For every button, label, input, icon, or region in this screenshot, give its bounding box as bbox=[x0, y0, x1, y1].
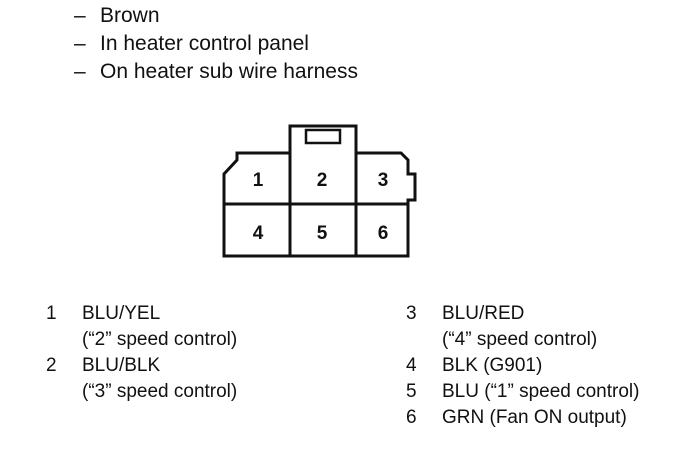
connector-face-svg: 1 2 3 4 5 6 bbox=[222, 124, 417, 258]
connector-location: In heater control panel bbox=[100, 32, 309, 55]
pin-label-3: 3 bbox=[378, 170, 389, 191]
pin-wire: GRN (Fan ON output) bbox=[442, 407, 627, 428]
pin-label-1: 1 bbox=[253, 170, 264, 191]
pin-entry-2: 2 BLU/BLK (“3” speed control) bbox=[46, 353, 237, 405]
pin-number: 2 bbox=[46, 355, 57, 376]
pin-function: (“3” speed control) bbox=[82, 381, 238, 402]
pin-legend-right: 3 BLU/RED (“4” speed control) 4 BLK (G90… bbox=[406, 301, 639, 431]
connector-description: – Brown – In heater control panel – On h… bbox=[74, 2, 358, 86]
pin-wire: BLU/RED bbox=[442, 303, 525, 324]
pin-label-4: 4 bbox=[253, 223, 264, 244]
pin-label-2: 2 bbox=[317, 170, 328, 191]
pin-legend-left: 1 BLU/YEL (“2” speed control) 2 BLU/BLK … bbox=[46, 301, 237, 405]
pin-entry-5: 5 BLU (“1” speed control) bbox=[406, 379, 639, 405]
connector-harness: On heater sub wire harness bbox=[100, 60, 358, 83]
description-line-harness: – On heater sub wire harness bbox=[74, 58, 358, 86]
pin-number: 6 bbox=[406, 407, 417, 428]
pin-wire: BLK (G901) bbox=[442, 355, 543, 376]
pin-wire: BLU (“1” speed control) bbox=[442, 381, 640, 402]
pin-number: 3 bbox=[406, 303, 417, 324]
pin-number: 1 bbox=[46, 303, 57, 324]
connector-color: Brown bbox=[100, 4, 160, 27]
pin-entry-6: 6 GRN (Fan ON output) bbox=[406, 405, 639, 431]
pin-entry-4: 4 BLK (G901) bbox=[406, 353, 639, 379]
pin-function: (“4” speed control) bbox=[442, 329, 598, 350]
connector-housing-outline bbox=[222, 124, 417, 258]
pin-entry-3: 3 BLU/RED (“4” speed control) bbox=[406, 301, 639, 353]
description-line-color: – Brown bbox=[74, 2, 358, 30]
pin-label-5: 5 bbox=[317, 223, 328, 244]
dash-mark: – bbox=[74, 4, 86, 27]
pin-wire: BLU/YEL bbox=[82, 303, 161, 324]
dash-mark: – bbox=[74, 60, 86, 83]
pin-wire: BLU/BLK bbox=[82, 355, 161, 376]
dash-mark: – bbox=[74, 32, 86, 55]
pin-number: 5 bbox=[406, 381, 417, 402]
pin-label-6: 6 bbox=[378, 223, 389, 244]
pin-entry-1: 1 BLU/YEL (“2” speed control) bbox=[46, 301, 237, 353]
locking-tab bbox=[304, 128, 342, 145]
connector-diagram: 1 2 3 4 5 6 bbox=[218, 122, 428, 272]
pin-number: 4 bbox=[406, 355, 417, 376]
description-line-location: – In heater control panel bbox=[74, 30, 358, 58]
pin-function: (“2” speed control) bbox=[82, 329, 238, 350]
